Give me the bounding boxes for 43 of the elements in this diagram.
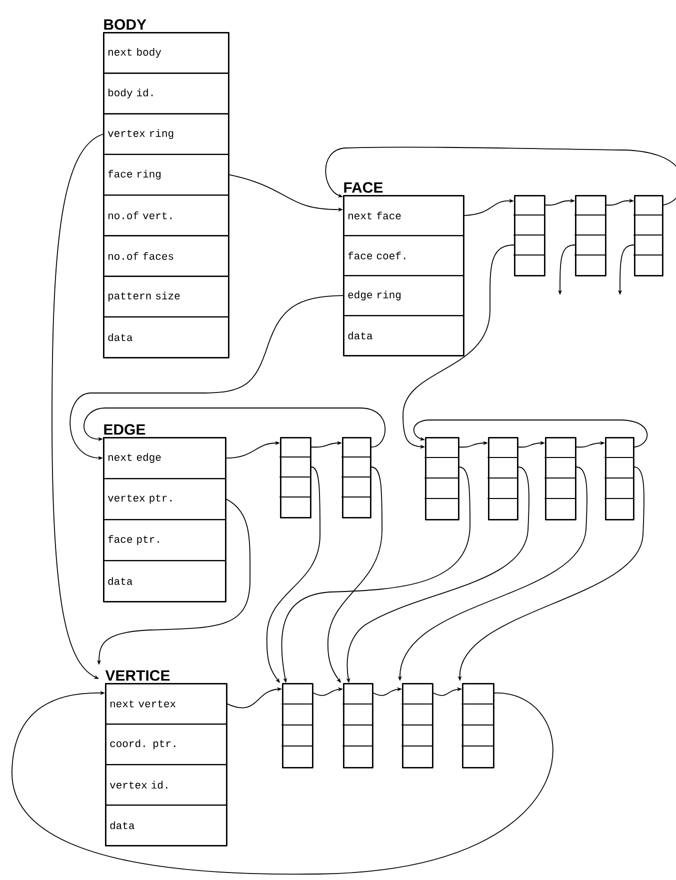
field-cell: face ring bbox=[103, 154, 230, 196]
pointer-box bbox=[574, 195, 606, 276]
pointer-box bbox=[281, 683, 314, 768]
node-label: VERTICE bbox=[105, 670, 170, 681]
field-cell: next body bbox=[103, 32, 230, 74]
node-label: BODY bbox=[104, 19, 146, 30]
arrow bbox=[325, 146, 676, 206]
pointer-box bbox=[633, 195, 664, 276]
pointer-box bbox=[461, 683, 494, 768]
pointer-box bbox=[401, 683, 434, 768]
field-cell: next edge bbox=[103, 437, 226, 480]
field-cell: vertex ptr. bbox=[103, 478, 226, 520]
pointer-box bbox=[487, 437, 518, 520]
arrow bbox=[84, 408, 386, 448]
pointer-box bbox=[513, 195, 546, 276]
field-cell: coord. ptr. bbox=[105, 724, 228, 766]
pointer-box bbox=[604, 437, 634, 520]
field-cell: next face bbox=[343, 195, 464, 236]
field-cell: pattern size bbox=[103, 276, 230, 318]
field-cell: vertex ring bbox=[103, 113, 230, 155]
node-label: EDGE bbox=[104, 424, 146, 435]
field-cell: data bbox=[103, 560, 226, 602]
field-cell: face coef. bbox=[343, 235, 464, 276]
arrow bbox=[266, 466, 320, 683]
field-cell: data bbox=[103, 316, 230, 358]
field-cell: data bbox=[105, 804, 228, 846]
arrow bbox=[413, 420, 648, 448]
arrow bbox=[12, 690, 553, 874]
pointer-box bbox=[341, 437, 372, 518]
arrow bbox=[52, 134, 104, 679]
field-cell: next vertex bbox=[105, 683, 228, 725]
field-cell: no.of vert. bbox=[103, 194, 230, 236]
pointer-box bbox=[342, 683, 374, 768]
field-cell: vertex id. bbox=[105, 764, 228, 806]
field-cell: no.of faces bbox=[103, 235, 230, 277]
node-label: FACE bbox=[344, 182, 383, 193]
field-cell: data bbox=[343, 315, 464, 356]
field-cell: face ptr. bbox=[103, 519, 226, 562]
field-cell: body id. bbox=[103, 72, 230, 114]
pointer-box bbox=[279, 437, 312, 518]
field-cell: edge ring bbox=[343, 275, 464, 316]
pointer-box bbox=[424, 437, 460, 520]
pointer-box bbox=[544, 437, 576, 520]
